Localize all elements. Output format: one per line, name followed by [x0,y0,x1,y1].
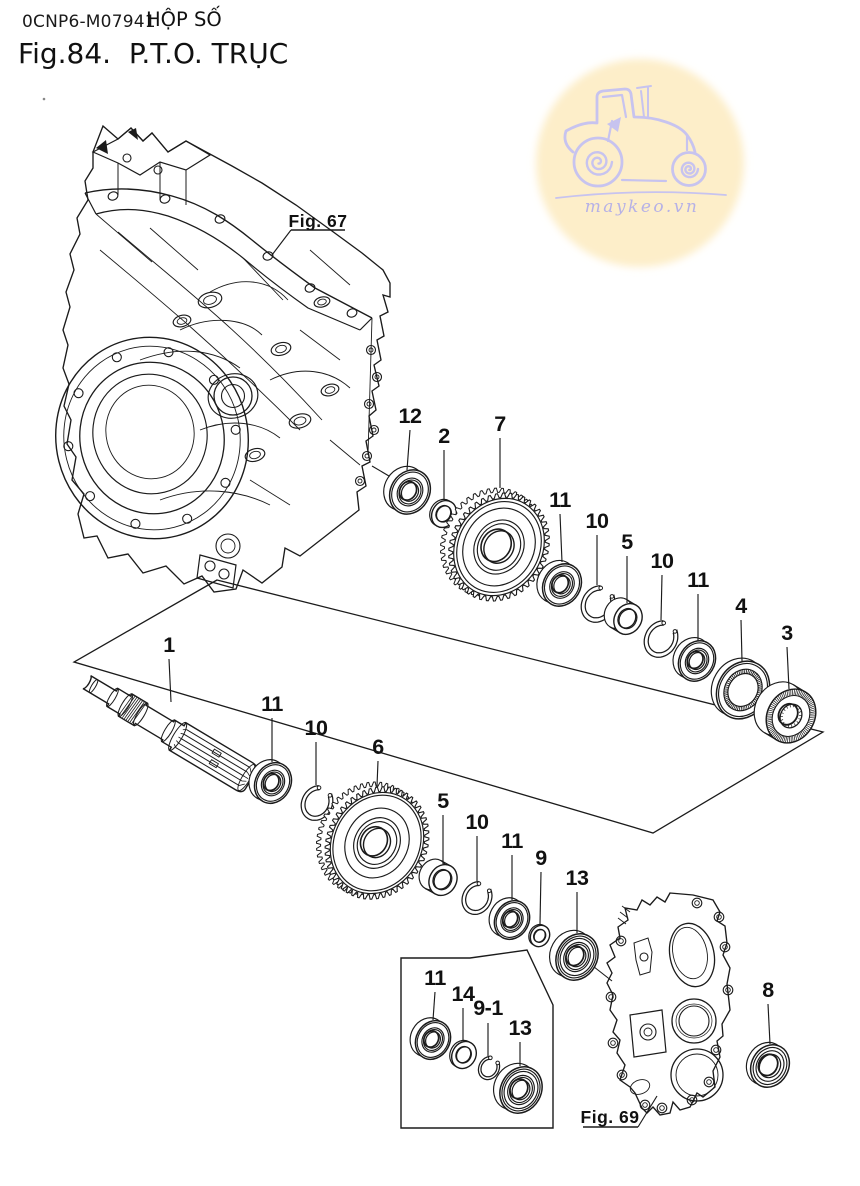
svg-text:14: 14 [452,982,475,1006]
part-callout-8: 8 [762,978,775,1045]
part-callout-13: 13 [566,866,589,933]
part-callout-11: 11 [424,966,447,1021]
watermark: maykeo.vn [536,59,744,267]
part-1-pto-shaft [82,674,258,793]
part-11a-ball-bearing [536,559,583,607]
svg-text:11: 11 [687,568,709,592]
part-5b-spacer-collar [418,858,458,897]
part-13a-ball-bearing [549,929,599,981]
part-callout-6: 6 [372,735,385,787]
stray-dot [42,97,46,101]
part-callout-11: 11 [501,829,524,900]
part-callout-14: 14 [452,982,475,1041]
part-5a-spacer-collar [603,597,643,636]
part-14-washer [449,1039,478,1070]
svg-text:5: 5 [621,530,633,554]
part-callout-5: 5 [621,530,634,603]
part-callout-10: 10 [305,716,328,785]
svg-text:9: 9 [535,846,547,870]
svg-text:11: 11 [424,966,446,990]
svg-text:10: 10 [586,509,609,533]
svg-text:2: 2 [438,424,450,448]
svg-text:Fig. 67: Fig. 67 [289,211,348,231]
part-11c-ball-bearing [248,759,293,805]
part-callout-1: 1 [163,633,176,703]
part-callout-11: 11 [261,692,284,762]
tractor-icon [555,85,727,199]
part-6-gear [315,781,430,900]
part-callout-3: 3 [781,621,794,690]
transmission-housing-fig67 [55,124,391,593]
detail-inset-box [400,949,554,1129]
fig67-ref: Fig. 67 [271,211,348,256]
part-2-washer [429,498,458,529]
part-callout-11: 11 [549,488,572,563]
svg-text:8: 8 [762,978,774,1002]
fig69-ref: Fig. 69 [581,1095,658,1128]
part-callout-10: 10 [466,810,489,881]
part-8-oil-seal [745,1041,791,1088]
part-callout-5: 5 [437,789,450,864]
svg-text:7: 7 [494,412,506,436]
part-callout-10: 10 [651,549,674,621]
part-9-1-snap-ring [477,1055,501,1081]
svg-text:11: 11 [501,829,523,853]
svg-text:11: 11 [549,488,571,512]
part-callout-9-1: 9-1 [473,996,504,1056]
part-callout-4: 4 [735,594,748,662]
svg-text:6: 6 [372,735,384,759]
figure-title: Fig.84. P.T.O. TRỤC [18,37,289,70]
part-3-splined-hub [753,681,817,744]
section-title: HỘP SỐ [146,8,222,31]
svg-text:10: 10 [466,810,489,834]
svg-text:3: 3 [781,621,793,645]
side-cover-fig69 [605,892,734,1116]
part-callout-10: 10 [586,509,609,585]
part-11b-ball-bearing [672,637,717,682]
svg-text:12: 12 [399,404,422,428]
svg-text:10: 10 [651,549,674,573]
part-9-washer [528,923,551,948]
part-callout-12: 12 [399,404,422,471]
svg-text:10: 10 [305,716,328,740]
svg-text:13: 13 [509,1016,532,1040]
part-11d-ball-bearing [488,897,531,941]
svg-text:5: 5 [437,789,449,813]
part-10c-snap-ring [300,784,334,821]
part-11e-ball-bearing [409,1017,452,1061]
part-callout-2: 2 [438,424,451,499]
part-10b-snap-ring [643,620,679,658]
svg-text:11: 11 [261,692,283,716]
part-callout-7: 7 [494,412,507,488]
svg-text:Fig. 69: Fig. 69 [581,1107,640,1127]
part-12-ball-bearing [383,465,432,515]
part-13b-ball-bearing [493,1062,543,1114]
part-callout-9: 9 [535,846,548,925]
svg-text:9-1: 9-1 [473,996,503,1020]
part-7-gear [439,487,550,602]
doc-code: 0CNP6-M07941 [22,12,156,32]
watermark-text: maykeo.vn [585,197,700,217]
svg-text:13: 13 [566,866,589,890]
part-callout-13: 13 [509,1016,532,1066]
part-callout-11: 11 [687,568,710,641]
part-10d-snap-ring [461,880,493,916]
assembly-plane-outline [72,579,825,834]
svg-text:1: 1 [163,633,175,657]
svg-text:4: 4 [735,594,747,618]
